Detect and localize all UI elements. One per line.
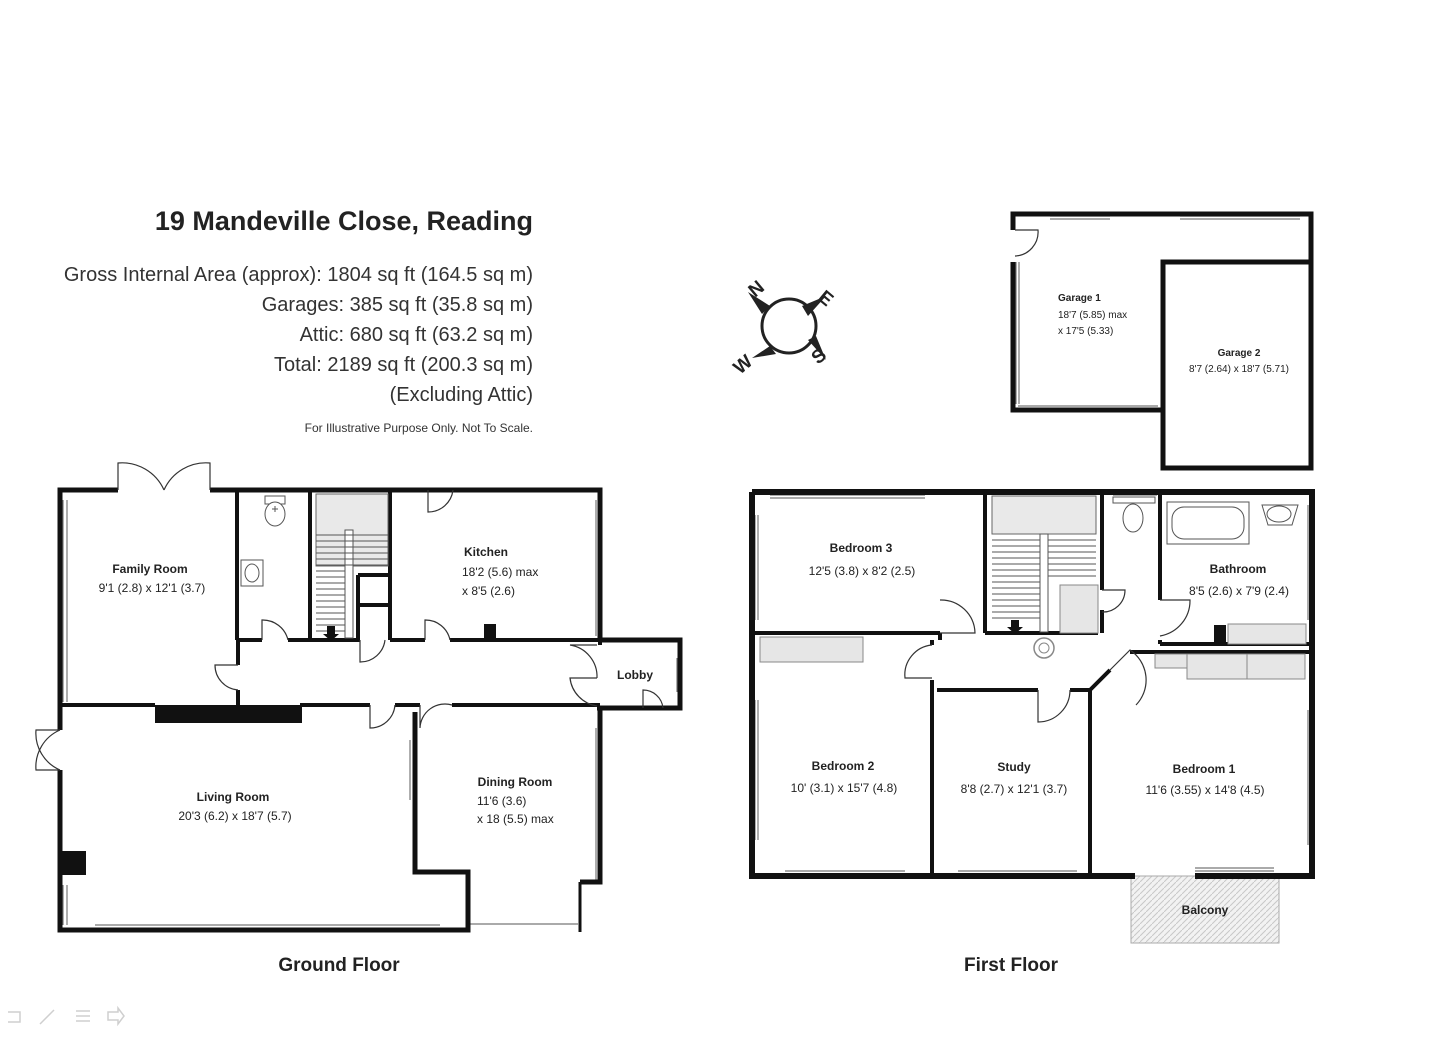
plan-title: 19 Mandeville Close, Reading: [154, 206, 533, 236]
kitchen-dims-2: x 8'5 (2.6): [462, 584, 515, 598]
basin-icon: [240, 559, 264, 587]
bedroom-3-name: Bedroom 3: [830, 541, 893, 555]
garage-2-name: Garage 2: [1218, 348, 1261, 359]
stairs-down-arrow-icon: [323, 626, 339, 641]
ceiling-light-icon: [1033, 637, 1055, 659]
disclaimer-note: For Illustrative Purpose Only. Not To Sc…: [304, 421, 533, 435]
garages-plan: [1010, 211, 1314, 471]
menu-icon[interactable]: [76, 1010, 90, 1022]
viewer-toolbar: [8, 1005, 125, 1027]
bedroom-1-name: Bedroom 1: [1173, 762, 1236, 776]
area-line-excluding: (Excluding Attic): [389, 384, 533, 406]
bedroom-3-dims: 12'5 (3.8) x 8'2 (2.5): [809, 564, 916, 578]
ground-floor-plan: [35, 462, 683, 933]
garage-1-dims-2: x 17'5 (5.33): [1058, 326, 1113, 337]
compass-s: S: [808, 345, 831, 369]
balcony-name: Balcony: [1182, 903, 1229, 917]
bedroom-1-dims: 11'6 (3.55) x 14'8 (4.5): [1145, 783, 1264, 797]
bedroom-2-name: Bedroom 2: [812, 759, 875, 773]
ground-floor-label: Ground Floor: [278, 955, 400, 976]
toilet-icon: [264, 495, 286, 527]
area-line-attic: Attic: 680 sq ft (63.2 sq m): [299, 324, 533, 346]
dining-room-name: Dining Room: [478, 775, 553, 789]
balcony-area: [1130, 875, 1280, 944]
area-line-total: Total: 2189 sq ft (200.3 sq m): [273, 354, 533, 376]
toilet-cistern: [1112, 496, 1156, 504]
compass-w: W: [730, 351, 757, 379]
area-line-gross: Gross Internal Area (approx): 1804 sq ft…: [63, 264, 533, 286]
study-dims: 8'8 (2.7) x 12'1 (3.7): [961, 782, 1068, 796]
family-room-name: Family Room: [112, 562, 187, 576]
garage-2-dims: 8'7 (2.64) x 18'7 (5.71): [1189, 364, 1289, 375]
family-room-dims: 9'1 (2.8) x 12'1 (3.7): [99, 581, 206, 595]
back-icon[interactable]: [8, 1011, 21, 1023]
dining-room-dims-2: x 18 (5.5) max: [477, 812, 554, 826]
kitchen-name: Kitchen: [464, 545, 508, 559]
garage-1-name: Garage 1: [1058, 293, 1101, 304]
living-room-name: Living Room: [197, 790, 270, 804]
garage-1-dims-1: 18'7 (5.85) max: [1058, 310, 1127, 321]
compass-n: N: [745, 277, 769, 302]
living-room-dims: 20'3 (6.2) x 18'7 (5.7): [178, 809, 291, 823]
lobby-name: Lobby: [617, 668, 653, 682]
compass-e: E: [814, 287, 837, 311]
kitchen-dims-1: 18'2 (5.6) max: [462, 565, 538, 579]
bathroom-dims: 8'5 (2.6) x 7'9 (2.4): [1189, 584, 1289, 598]
study-name: Study: [997, 760, 1031, 774]
area-line-garages: Garages: 385 sq ft (35.8 sq m): [261, 294, 533, 316]
bathroom-name: Bathroom: [1210, 562, 1267, 576]
first-floor-label: First Floor: [964, 955, 1059, 976]
pen-icon[interactable]: [39, 1009, 55, 1025]
bedroom-2-dims: 10' (3.1) x 15'7 (4.8): [791, 781, 898, 795]
compass-rose-icon: N E S W: [730, 277, 837, 379]
dining-room-dims-1: 11'6 (3.6): [477, 794, 526, 808]
stairs-down-arrow-icon-first: [1007, 620, 1023, 634]
first-floor-plan: [749, 489, 1315, 944]
forward-icon[interactable]: [107, 1005, 125, 1027]
toilet-icon-first: [1122, 503, 1144, 533]
